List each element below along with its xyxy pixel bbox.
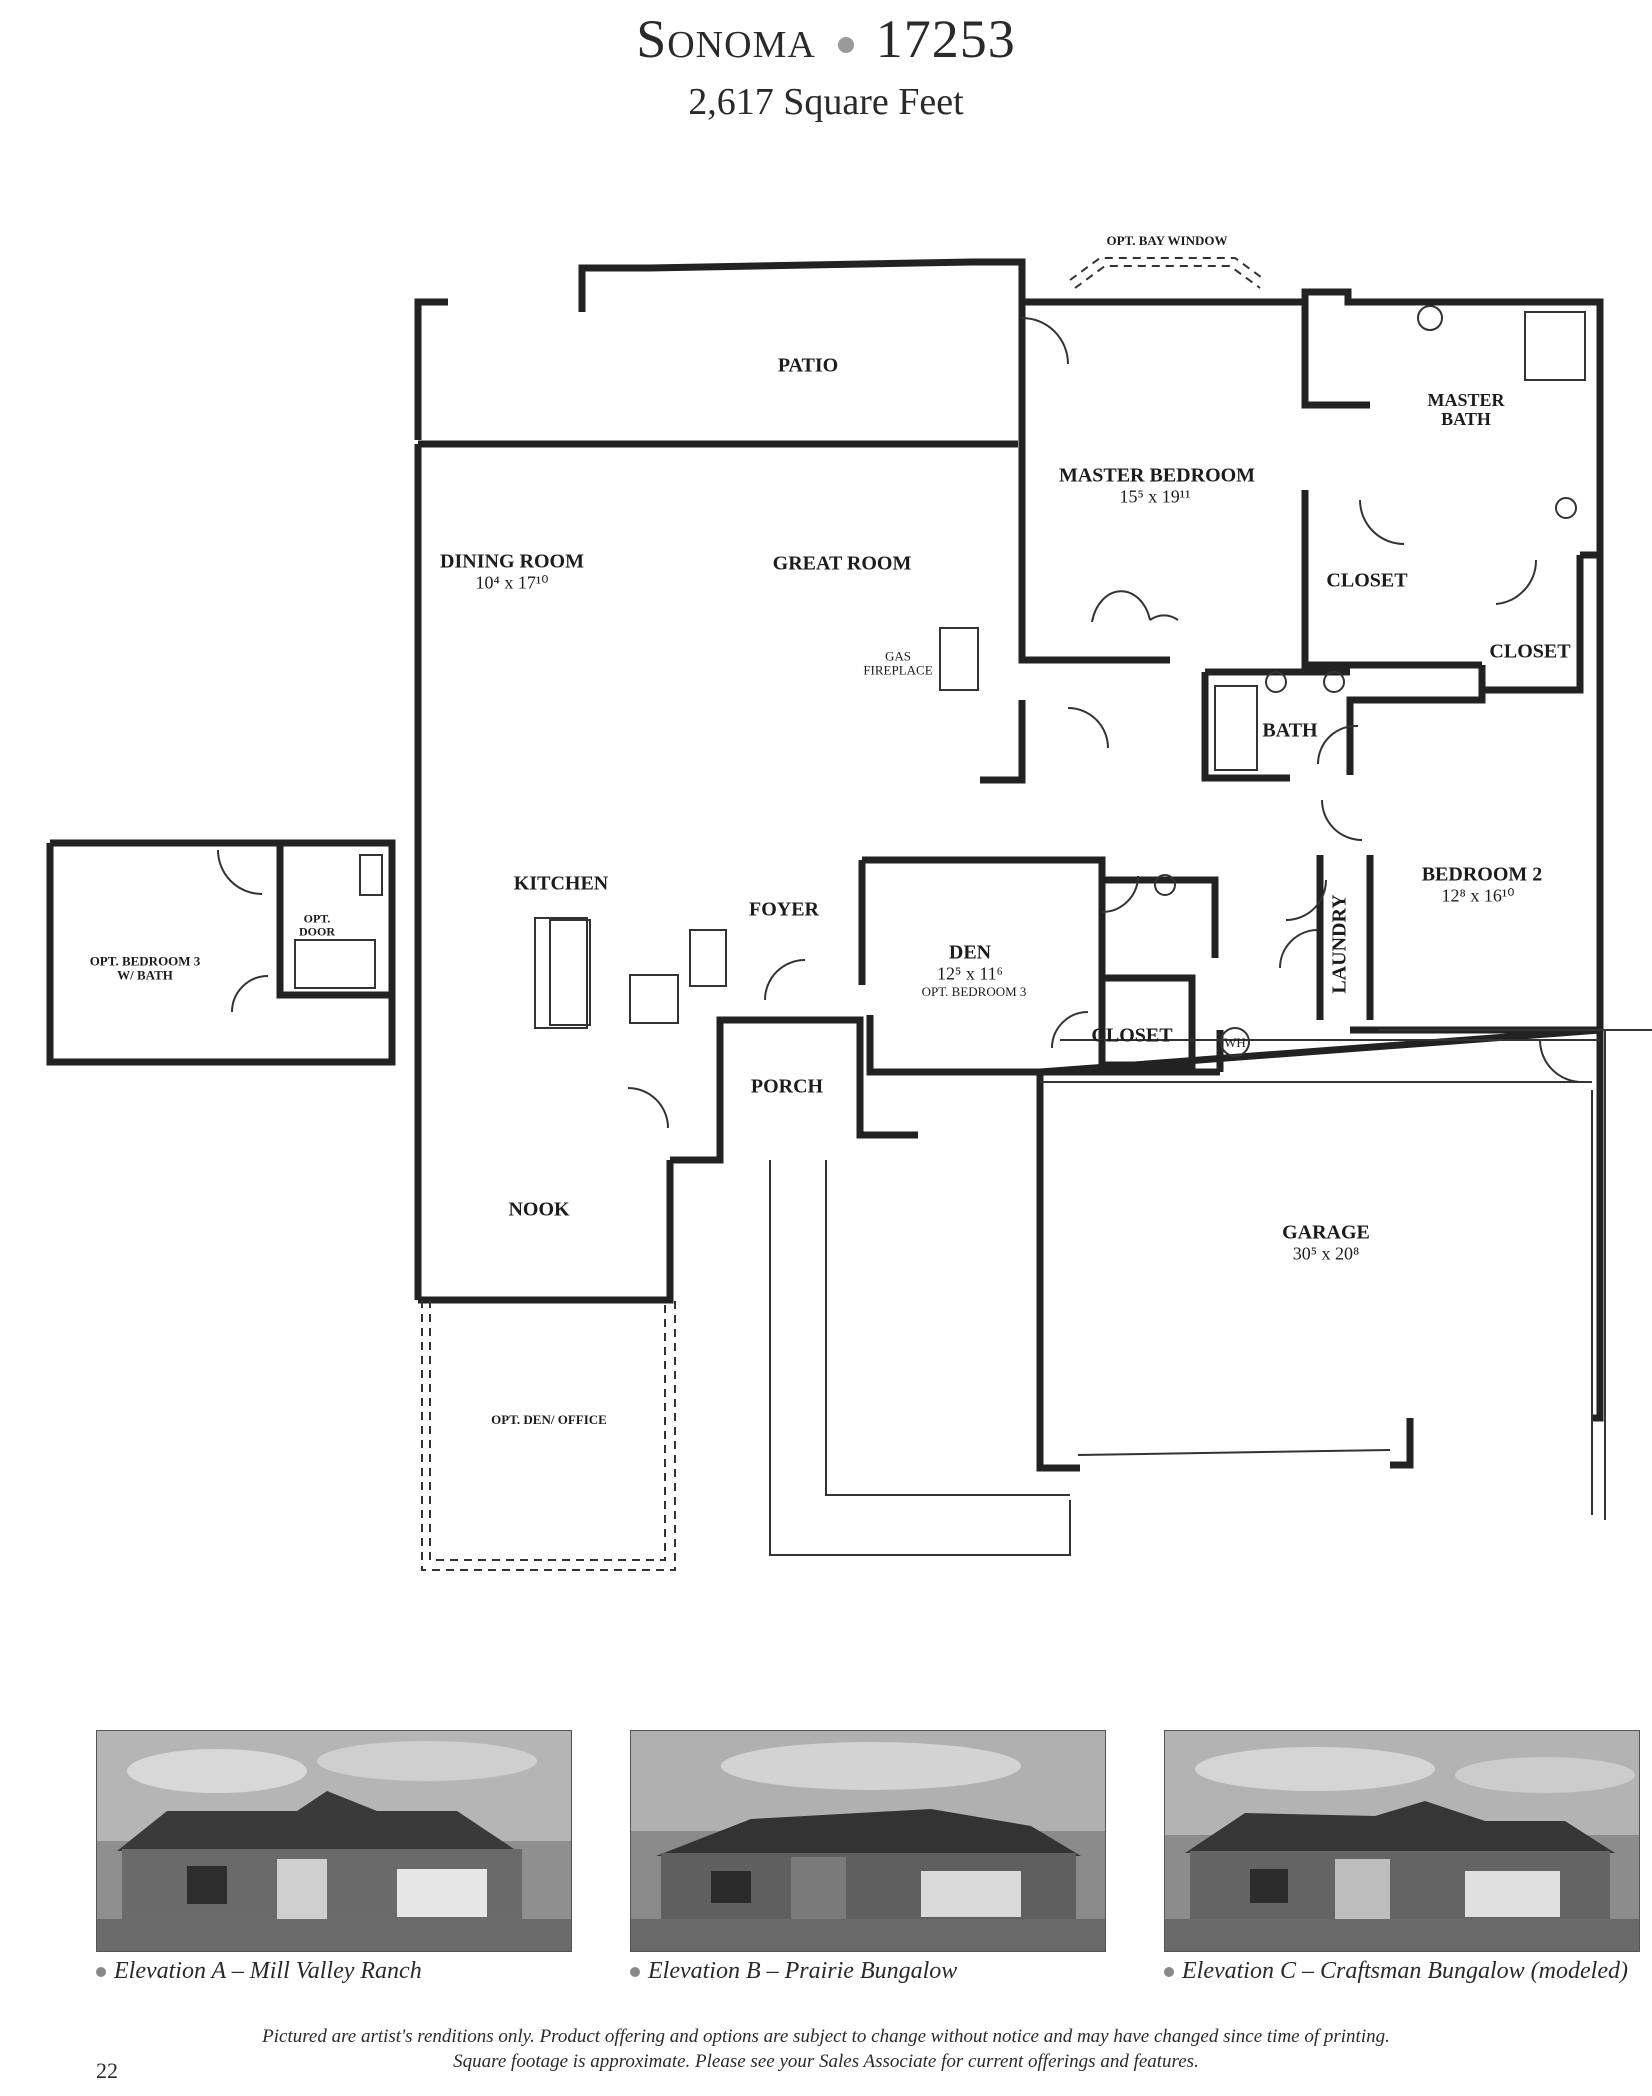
den-dimensions: 12⁵ x 11⁶ (937, 963, 1003, 984)
den-label: DEN (948, 941, 992, 964)
den-closet-label: CLOSET (1091, 1024, 1173, 1047)
bath-label: BATH (1262, 719, 1318, 742)
elevation-b-caption: Elevation B – Prairie Bungalow (630, 1958, 957, 1985)
nook-label: NOOK (508, 1198, 570, 1221)
garage-dimensions: 30⁵ x 20⁸ (1292, 1243, 1360, 1264)
opt-bedroom-3-label: OPT. BEDROOM 3 W/ BATH (89, 953, 201, 982)
elevation-c-caption: Elevation C – Craftsman Bungalow (modele… (1164, 1958, 1628, 1985)
bullet-icon (1164, 1967, 1174, 1978)
bedroom-2-label: BEDROOM 2 (1421, 863, 1543, 886)
elevation-a-caption: Elevation A – Mill Valley Ranch (96, 1958, 422, 1985)
elevation-c-image (1164, 1730, 1640, 1952)
master-closet-right-label: CLOSET (1489, 640, 1571, 663)
foyer-label: FOYER (749, 898, 819, 921)
bullet-icon (96, 1967, 106, 1978)
bullet-icon (630, 1967, 640, 1978)
garage-label: GARAGE (1282, 1221, 1370, 1244)
plan-name: Sonoma (636, 9, 816, 69)
great-room-label: GREAT ROOM (772, 552, 912, 575)
dining-room-dimensions: 10⁴ x 17¹⁰ (475, 572, 549, 593)
opt-den-office-label: OPT. DEN/ OFFICE (491, 1412, 607, 1428)
elevation-b-caption-text: Elevation B – Prairie Bungalow (648, 1958, 958, 1984)
master-bath-label: MASTER BATH (1427, 390, 1505, 429)
title-bullet-icon (837, 36, 854, 53)
elevation-a-caption-text: Elevation A – Mill Valley Ranch (114, 1958, 422, 1984)
elevation-b-image (630, 1730, 1106, 1952)
gas-fireplace-label: GAS FIREPLACE (863, 648, 933, 677)
patio-label: PATIO (777, 354, 839, 377)
laundry-label: LAUNDRY (1328, 894, 1351, 994)
elevation-a-image (96, 1730, 572, 1952)
disclaimer-line-2: Square footage is approximate. Please se… (453, 2051, 1199, 2072)
disclaimer-line-1: Pictured are artist's renditions only. P… (262, 2026, 1390, 2047)
water-heater-label: WH (1224, 1035, 1246, 1051)
page-number: 22 (96, 2058, 118, 2083)
dining-room-label: DINING ROOM (440, 550, 584, 573)
elevation-c-caption-text: Elevation C – Craftsman Bungalow (modele… (1182, 1958, 1628, 1984)
master-bedroom-label: MASTER BEDROOM (1058, 464, 1256, 487)
master-bedroom-dimensions: 15⁵ x 19¹¹ (1119, 486, 1191, 507)
den-opt-bedroom-label: OPT. BEDROOM 3 (921, 984, 1027, 1000)
plan-number: 17253 (875, 9, 1016, 69)
master-closet-left-label: CLOSET (1326, 569, 1408, 592)
disclaimer: Pictured are artist's renditions only. P… (0, 2024, 1652, 2074)
kitchen-label: KITCHEN (513, 872, 609, 895)
floor-plan (46, 257, 1652, 1571)
opt-door-label: OPT. DOOR (299, 911, 335, 938)
bedroom-2-dimensions: 12⁸ x 16¹⁰ (1441, 885, 1515, 906)
square-footage: 2,617 Square Feet (688, 81, 964, 123)
plan-title: Sonoma 17253 (0, 8, 1652, 70)
porch-label: PORCH (750, 1075, 824, 1098)
opt-bay-window-label: OPT. BAY WINDOW (1106, 233, 1228, 249)
